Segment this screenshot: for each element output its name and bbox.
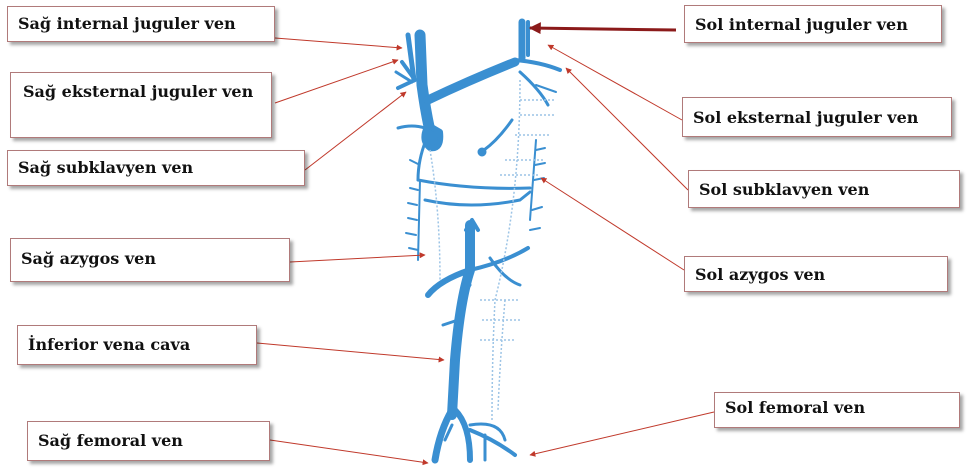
left-brachiocephalic-vein xyxy=(428,62,515,100)
leader-sag-azygos xyxy=(290,255,425,262)
label-sag-eksternal-juguler-ven: Sağ eksternal juguler ven xyxy=(10,72,272,138)
label-sag-internal-juguler-ven: Sağ internal juguler ven xyxy=(7,6,275,42)
leader-sol-eksternal xyxy=(548,45,682,120)
leader-sag-femoral xyxy=(270,440,428,463)
leader-sag-subklavyen xyxy=(305,92,406,170)
label-sag-femoral-ven: Sağ femoral ven xyxy=(27,421,270,461)
leader-sol-internal xyxy=(530,28,676,30)
leader-sag-eksternal xyxy=(275,60,398,103)
leader-sol-subklavyen xyxy=(566,68,688,190)
vein-tree xyxy=(396,22,560,460)
leader-inferior-vena-cava xyxy=(257,343,444,360)
label-sol-internal-juguler-ven: Sol internal juguler ven xyxy=(684,5,942,43)
label-sol-eksternal-juguler-ven: Sol eksternal juguler ven xyxy=(682,97,952,137)
right-subclavian-vein xyxy=(398,126,425,128)
leader-sol-azygos xyxy=(541,178,684,270)
label-sol-femoral-ven: Sol femoral ven xyxy=(714,392,960,428)
leader-sol-femoral xyxy=(530,412,714,455)
label-inferior-vena-cava: İnferior vena cava xyxy=(17,325,257,365)
leader-lines xyxy=(257,38,714,463)
label-sol-azygos-ven: Sol azygos ven xyxy=(684,256,948,292)
label-sag-azygos-ven: Sağ azygos ven xyxy=(10,238,290,282)
label-sag-subklavyen-ven: Sağ subklavyen ven xyxy=(7,150,305,186)
leader-sag-internal xyxy=(275,38,402,48)
label-sol-subklavyen-ven: Sol subklavyen ven xyxy=(688,170,960,208)
